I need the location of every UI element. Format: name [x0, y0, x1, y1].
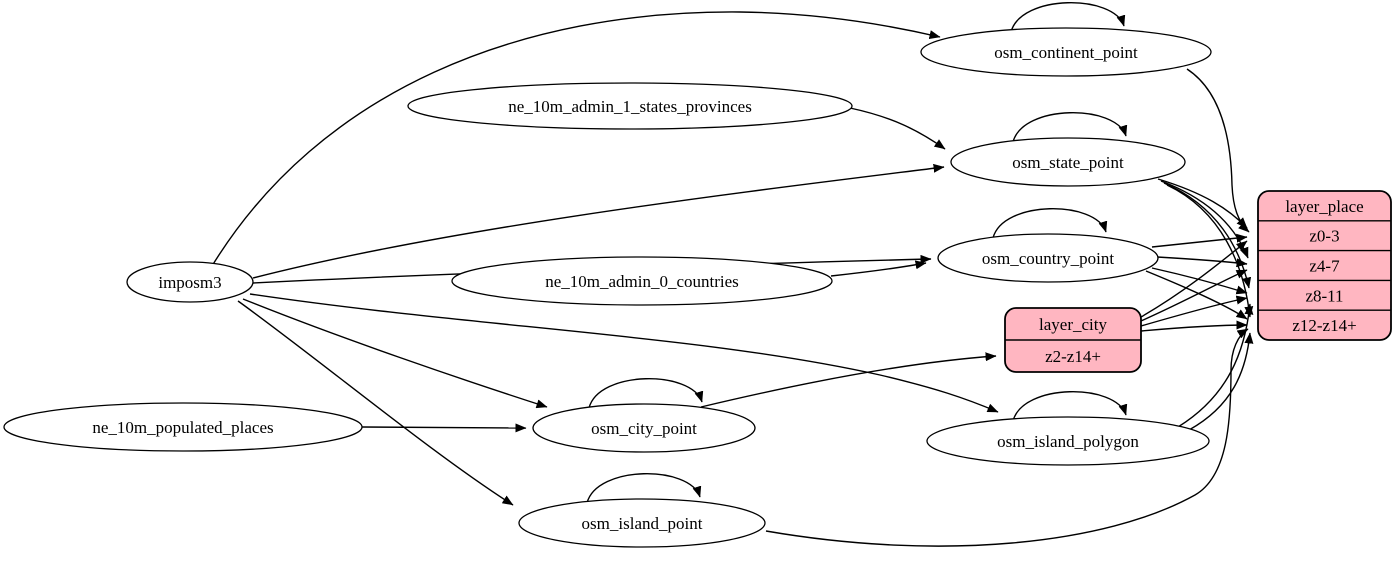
edge-layer_city-to-layer_place-z8-11 — [1140, 295, 1248, 327]
node-ne_10m_admin_0_countries: ne_10m_admin_0_countries — [451, 256, 833, 306]
node-label-ne_10m_admin_1_states_provinces: ne_10m_admin_1_states_provinces — [508, 97, 752, 116]
node-osm_country_point: osm_country_point — [937, 233, 1159, 283]
table-ellipse-imposm3 — [126, 261, 254, 303]
node-label-osm_city_point: osm_city_point — [591, 419, 697, 438]
edge-layer_city-to-layer_place-z0-3 — [1140, 240, 1248, 318]
node-osm_continent_point: osm_continent_point — [920, 27, 1212, 77]
edge-osm_continent_point-selfloop — [1010, 2, 1126, 33]
table-ellipse-osm_island_point — [518, 498, 766, 548]
record-header-layer_place: layer_place — [1285, 197, 1363, 216]
edge-osm_island_point-selfloop — [586, 473, 702, 504]
table-ellipse-osm_continent_point — [920, 27, 1212, 77]
edge-osm_city_point-to-layer_city-z2-z14+ — [700, 352, 997, 408]
node-label-imposm3: imposm3 — [158, 273, 221, 292]
node-imposm3: imposm3 — [126, 261, 254, 303]
node-layer: imposm3 ne_10m_admin_1_states_provincesne… — [3, 27, 1392, 548]
node-osm_city_point: osm_city_point — [532, 403, 756, 453]
node-label-ne_10m_populated_places: ne_10m_populated_places — [92, 418, 273, 437]
table-ellipse-osm_island_polygon — [926, 416, 1210, 466]
record-row-layer_place-z12-z14+: z12-z14+ — [1292, 316, 1356, 335]
node-label-osm_island_point: osm_island_point — [582, 514, 703, 533]
record-row-layer_place-z0-3: z0-3 — [1309, 227, 1339, 246]
edge-osm_state_point-to-layer_place-z4-7 — [1160, 180, 1249, 259]
edge-osm_country_point-to-layer_place-z12-z14+ — [1145, 270, 1248, 320]
edge-osm_island_polygon-selfloop — [1012, 391, 1128, 422]
record-box-layer_place — [1257, 190, 1392, 341]
table-ellipse-ne_10m_admin_1_states_provinces — [407, 82, 853, 130]
edge-osm_country_point-to-layer_place-z4-7 — [1156, 256, 1248, 268]
node-label-ne_10m_admin_0_countries: ne_10m_admin_0_countries — [545, 272, 739, 291]
edge-osm_continent_point-to-layer_place-z0-3 — [1186, 68, 1250, 233]
edge-osm_island_polygon-to-layer_place-z12-z14+ — [1188, 332, 1254, 431]
edge-imposm3-to-osm_island_polygon — [249, 293, 999, 413]
edge-osm_state_point-to-layer_place-z0-3 — [1157, 178, 1248, 229]
edge-osm_island_polygon-to-layer_place-z8-11 — [1177, 303, 1254, 428]
table-ellipse-ne_10m_admin_0_countries — [451, 256, 833, 306]
edge-layer_city-to-layer_place-z12-z14+ — [1140, 320, 1248, 332]
edge-layer — [211, 2, 1254, 547]
edge-osm_state_point-to-layer_place-z12-z14+ — [1166, 184, 1254, 318]
node-layer_place: layer_place z0-3 z4-7 z8-11 z12-z14+ — [1257, 190, 1392, 341]
edge-imposm3-to-osm_island_point — [237, 300, 514, 506]
node-label-osm_country_point: osm_country_point — [982, 249, 1114, 268]
record-row-layer_place-z4-7: z4-7 — [1309, 257, 1340, 276]
node-ne_10m_populated_places: ne_10m_populated_places — [3, 402, 363, 452]
node-layer_city: layer_city z2-z14+ — [1004, 307, 1142, 373]
edge-imposm3-to-osm_city_point — [242, 298, 548, 409]
edge-imposm3-to-osm_continent_point — [211, 11, 941, 267]
edge-osm_state_point-selfloop — [1012, 112, 1128, 143]
node-label-osm_island_polygon: osm_island_polygon — [997, 432, 1139, 451]
edge-layer_city-to-layer_place-z4-7 — [1140, 269, 1248, 322]
edge-osm_country_point-to-layer_place-z8-11 — [1151, 267, 1248, 295]
table-ellipse-osm_city_point — [532, 403, 756, 453]
record-row-layer_place-z8-11: z8-11 — [1305, 286, 1343, 305]
table-ellipse-osm_country_point — [937, 233, 1159, 283]
record-header-layer_city: layer_city — [1039, 315, 1107, 334]
node-label-osm_continent_point: osm_continent_point — [994, 43, 1138, 62]
table-ellipse-ne_10m_populated_places — [3, 402, 363, 452]
edge-osm_country_point-to-layer_place-z0-3 — [1151, 233, 1248, 248]
node-label-osm_state_point: osm_state_point — [1012, 153, 1124, 172]
edge-osm_island_point-to-layer_place-z12-z14+ — [765, 328, 1249, 547]
edge-osm_city_point-selfloop — [588, 378, 704, 409]
table-ellipse-osm_state_point — [950, 137, 1186, 187]
edge-ne_10m_admin_1_states_provinces-to-osm_state_point — [849, 107, 946, 150]
node-ne_10m_admin_1_states_provinces: ne_10m_admin_1_states_provinces — [407, 82, 853, 130]
edge-ne_10m_admin_0_countries-to-osm_country_point — [830, 260, 927, 277]
node-osm_state_point: osm_state_point — [950, 137, 1186, 187]
edge-osm_country_point-selfloop — [992, 208, 1108, 239]
record-row-layer_city-z2-z14+: z2-z14+ — [1045, 347, 1101, 366]
edge-ne_10m_populated_places-to-osm_city_point — [361, 423, 527, 433]
node-osm_island_point: osm_island_point — [518, 498, 766, 548]
node-osm_island_polygon: osm_island_polygon — [926, 416, 1210, 466]
edge-imposm3-to-osm_state_point — [252, 163, 945, 279]
